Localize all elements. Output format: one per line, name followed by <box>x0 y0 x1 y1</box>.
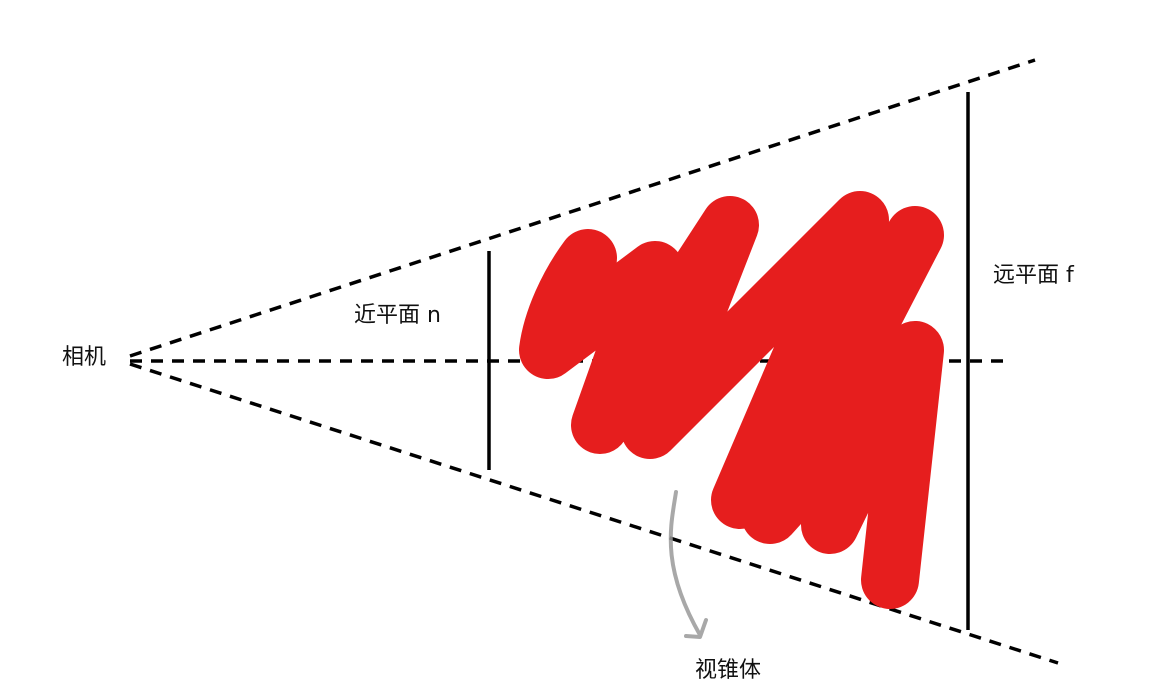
frustum-label: 视锥体 <box>695 658 761 683</box>
camera-label: 相机 <box>62 345 106 370</box>
frustum-top-edge <box>129 58 1036 358</box>
frustum-arrow <box>668 490 708 639</box>
frustum-edges <box>129 58 1059 665</box>
near-plane-label: 近平面 n <box>354 303 441 328</box>
frustum-bottom-edge <box>129 362 1059 665</box>
red-scribble <box>519 191 944 609</box>
far-plane-label: 远平面 f <box>993 263 1075 288</box>
